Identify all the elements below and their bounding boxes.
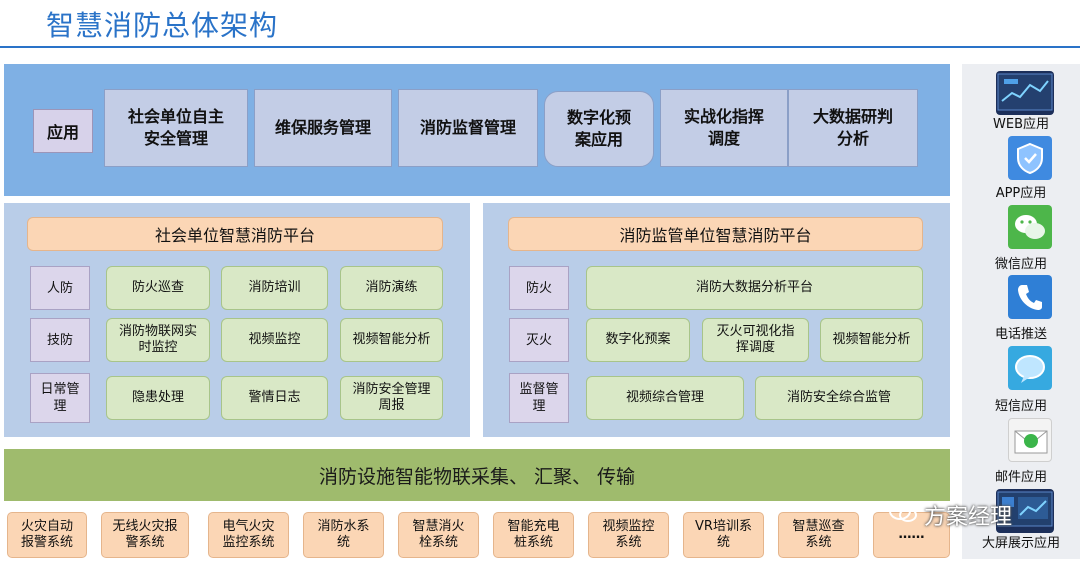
page-title: 智慧消防总体架构 xyxy=(46,9,279,42)
subsystem-wireless-alarm: 无线火灾报 警系统 xyxy=(101,512,189,558)
cell-video-analysis: 视频智能分析 xyxy=(340,318,443,362)
side-label-wechat: 微信应用 xyxy=(994,257,1047,272)
app-item-digital-plan: 数字化预 案应用 xyxy=(544,91,654,167)
side-label-mail: 邮件应用 xyxy=(994,470,1047,485)
side-label-app: APP应用 xyxy=(995,186,1047,201)
app-item-social-unit: 社会单位自主 安全管理 xyxy=(104,89,248,167)
side-label-big-screen: 大屏展示应用 xyxy=(981,536,1060,551)
row-label-personnel: 人防 xyxy=(30,266,90,310)
cell-alarm-log: 警情日志 xyxy=(221,376,328,420)
watermark: 方案经理 xyxy=(888,499,1012,531)
cell-fire-bigdata-platform: 消防大数据分析平台 xyxy=(586,266,923,310)
cell-safety-weekly: 消防安全管理 周报 xyxy=(340,376,443,420)
subsystem-water: 消防水系 统 xyxy=(303,512,384,558)
cell-fire-patrol: 防火巡查 xyxy=(106,266,210,310)
social-platform-title: 社会单位智慧消防平台 xyxy=(27,217,443,251)
supervision-platform-title: 消防监管单位智慧消防平台 xyxy=(508,217,923,251)
side-label-sms: 短信应用 xyxy=(994,399,1047,414)
wechat-icon xyxy=(1008,205,1052,249)
cell-digital-plan: 数字化预案 xyxy=(586,318,690,362)
cell-video-monitoring: 视频监控 xyxy=(221,318,328,362)
row-label-daily: 日常管 理 xyxy=(30,373,90,423)
side-label-web: WEB应用 xyxy=(993,117,1049,132)
app-item-command: 实战化指挥 调度 xyxy=(660,89,788,167)
cell-visual-command: 灭火可视化指 挥调度 xyxy=(702,318,809,362)
subsystem-video: 视频监控 系统 xyxy=(588,512,669,558)
sms-icon xyxy=(1008,346,1052,390)
subsystem-hydrant: 智慧消火 栓系统 xyxy=(398,512,479,558)
app-item-bigdata: 大数据研判 分析 xyxy=(788,89,918,167)
cell-fire-training: 消防培训 xyxy=(221,266,328,310)
phone-icon xyxy=(1008,275,1052,319)
watermark-text: 方案经理 xyxy=(924,505,1013,530)
app-item-maintenance: 维保服务管理 xyxy=(254,89,392,167)
cell-fire-drill: 消防演练 xyxy=(340,266,443,310)
subsystem-patrol: 智慧巡查 系统 xyxy=(778,512,859,558)
row-label-fire-prevention: 防火 xyxy=(509,266,569,310)
subsystem-electrical-fire: 电气火灾 监控系统 xyxy=(208,512,289,558)
shield-app-icon xyxy=(1008,136,1052,180)
row-label-supervision: 监督管 理 xyxy=(509,373,569,423)
row-label-firefighting: 灭火 xyxy=(509,318,569,362)
wechat-watermark-icon xyxy=(888,500,918,530)
app-item-supervision: 消防监督管理 xyxy=(398,89,538,167)
iot-layer-bar: 消防设施智能物联采集、 汇聚、 传输 xyxy=(4,449,950,501)
big-screen-icon xyxy=(996,489,1054,533)
mail-icon xyxy=(1008,418,1052,462)
subsystem-fire-alarm: 火灾自动 报警系统 xyxy=(7,512,87,558)
row-label-technical: 技防 xyxy=(30,318,90,362)
cell-video-analysis-2: 视频智能分析 xyxy=(820,318,923,362)
app-layer-label: 应用 xyxy=(33,109,93,153)
subsystem-charging-pile: 智能充电 桩系统 xyxy=(493,512,574,558)
cell-video-management: 视频综合管理 xyxy=(586,376,744,420)
title-underline xyxy=(0,46,1080,48)
subsystem-vr-training: VR培训系 统 xyxy=(683,512,764,558)
cell-iot-monitoring: 消防物联网实 时监控 xyxy=(106,318,210,362)
web-screen-icon xyxy=(996,71,1054,115)
cell-safety-supervision: 消防安全综合监管 xyxy=(755,376,923,420)
cell-hazard-handling: 隐患处理 xyxy=(106,376,210,420)
side-label-phone: 电话推送 xyxy=(994,327,1047,342)
